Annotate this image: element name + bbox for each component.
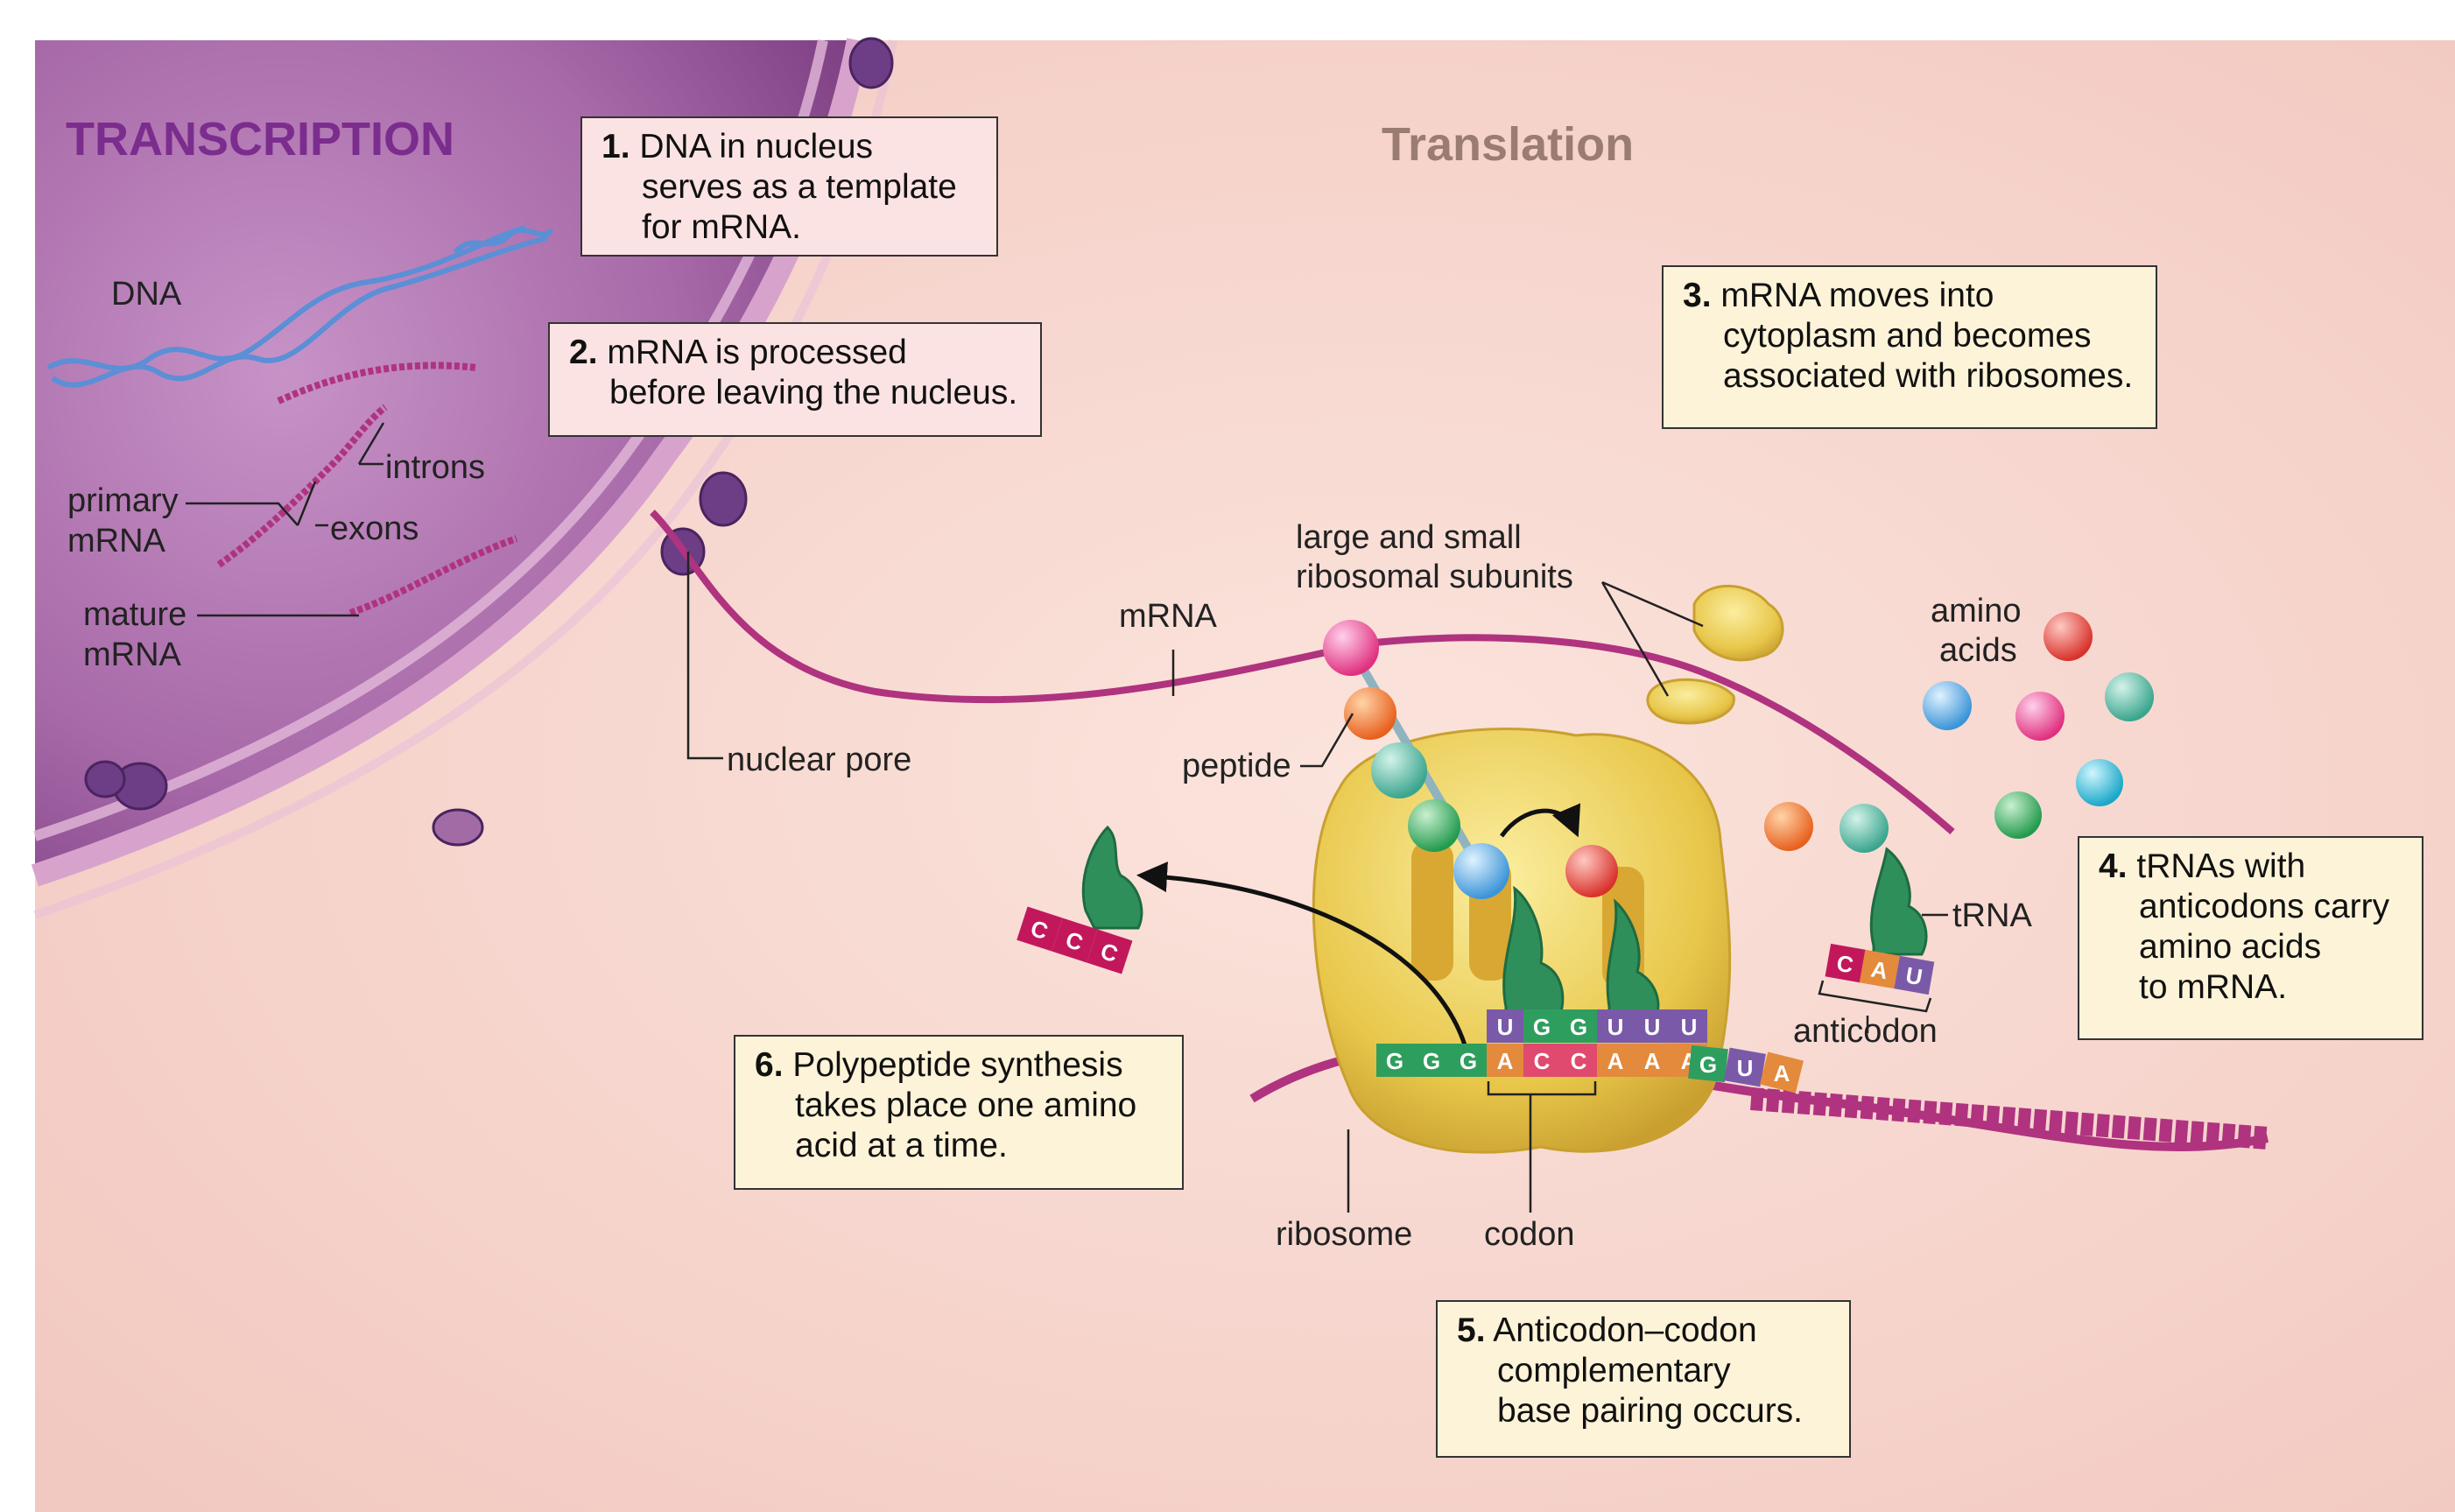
step-number: 4. (2099, 847, 2128, 885)
step-text: acid at a time. (795, 1127, 1008, 1164)
leader-lines (186, 422, 1948, 1213)
base: A (1644, 1048, 1661, 1074)
base: A (1497, 1048, 1514, 1074)
step-text: serves as a template (642, 168, 957, 206)
base: U (1737, 1055, 1754, 1081)
trna-label: tRNA (1952, 897, 2032, 934)
mature-mrna-label: mature (83, 596, 186, 633)
step-text: for mRNA. (642, 208, 802, 246)
amino-acids-label: acids (1939, 632, 2017, 669)
exons-label: exons (330, 510, 419, 547)
base: G (1460, 1048, 1477, 1074)
step-text: complementary (1497, 1352, 1731, 1389)
step-text: Anticodon–codon (1493, 1312, 1757, 1349)
base: G (1699, 1051, 1717, 1078)
step-number: 2. (569, 334, 598, 371)
base: A (1869, 956, 1890, 985)
step-text: cytoplasm and becomes (1723, 317, 2092, 355)
base: U (1644, 1014, 1661, 1040)
ribosomal-subunits-label: ribosomal subunits (1296, 559, 1573, 595)
anticodon-label: anticodon (1793, 1013, 1938, 1050)
step-number: 5. (1457, 1312, 1486, 1349)
base: U (1607, 1014, 1624, 1040)
ribosomal-subunits-label: large and small (1296, 519, 1522, 556)
step-1-box: 1. DNA in nucleus serves as a template f… (580, 116, 998, 257)
step-text: tRNAs with (2136, 847, 2306, 885)
step-text: mRNA is processed (607, 334, 907, 371)
introns-label: introns (385, 449, 485, 486)
peptide-label: peptide (1182, 748, 1291, 784)
anticodon-bracket (1818, 980, 1932, 1013)
step-text: amino acids (2139, 928, 2322, 966)
trna-icons (1081, 825, 1928, 1022)
step-text: associated with ribosomes. (1723, 357, 2134, 395)
step-text: takes place one amino (795, 1087, 1137, 1124)
ribosome-label: ribosome (1276, 1216, 1412, 1253)
step-text: Polypeptide synthesis (792, 1046, 1123, 1084)
mrna-bases-left: G G G (1376, 1044, 1487, 1077)
mature-mrna-strand (348, 535, 518, 616)
step-3-box: 3. mRNA moves into cytoplasm and becomes… (1662, 265, 2157, 429)
step-text: DNA in nucleus (639, 128, 874, 165)
dna-label: DNA (111, 276, 182, 313)
mrna-codons-right (1750, 1087, 2269, 1150)
free-trna-anticodon: C C C (1016, 906, 1133, 974)
anticodon-bases-paired: U G G (1487, 1009, 1597, 1043)
step-number: 3. (1683, 277, 1712, 314)
base: U (1903, 961, 1924, 990)
step-text: mRNA moves into (1720, 277, 1994, 314)
base: U (1497, 1014, 1514, 1040)
step-6-box: 6. Polypeptide synthesis takes place one… (734, 1035, 1184, 1190)
base: C (1834, 950, 1855, 979)
codon-label: codon (1484, 1216, 1575, 1253)
step-number: 1. (601, 128, 630, 165)
primary-mrna-strand (216, 362, 478, 568)
free-amino-acids (1764, 612, 2154, 853)
mature-mrna-label: mRNA (83, 636, 182, 673)
dna-icon (46, 225, 554, 388)
transcription-title: TRANSCRIPTION (66, 113, 454, 165)
peptide-chain (1323, 620, 1618, 899)
translation-title: Translation (1382, 118, 1634, 171)
step-text: anticodons carry (2139, 888, 2390, 925)
base: C (1571, 1048, 1587, 1074)
base: G (1423, 1048, 1440, 1074)
base: A (1607, 1048, 1624, 1074)
step-4-box: 4. tRNAs with anticodons carry amino aci… (2078, 836, 2423, 1040)
step-2-box: 2. mRNA is processed before leaving the … (548, 322, 1042, 437)
mrna-bases-right: G U A (1688, 1044, 1804, 1094)
step-text: base pairing occurs. (1497, 1392, 1804, 1430)
base: C (1534, 1048, 1551, 1074)
anticodon-bases-incoming: U U U (1597, 1009, 1707, 1043)
step-number: 6. (755, 1046, 784, 1084)
step-text: before leaving the nucleus. (609, 374, 1018, 411)
ribosomal-subunits-icon (1646, 584, 1784, 725)
codon-bracket (1487, 1081, 1597, 1096)
primary-mrna-label: mRNA (67, 523, 166, 559)
primary-mrna-label: primary (67, 482, 179, 519)
step-5-box: 5. Anticodon–codon complementary base pa… (1436, 1300, 1851, 1458)
base: U (1681, 1014, 1698, 1040)
trna-anticodon-bases: C A U (1825, 943, 1935, 995)
step-text: to mRNA. (2139, 968, 2288, 1006)
base: G (1533, 1014, 1551, 1040)
codon-bases: A C C (1487, 1044, 1597, 1077)
nuclear-pore-label: nuclear pore (727, 742, 911, 778)
base: G (1386, 1048, 1403, 1074)
amino-acids-label: amino (1931, 593, 2022, 629)
base: G (1570, 1014, 1587, 1040)
base: A (1774, 1060, 1790, 1087)
mrna-label: mRNA (1119, 598, 1218, 635)
release-arrow (1136, 861, 1469, 1051)
